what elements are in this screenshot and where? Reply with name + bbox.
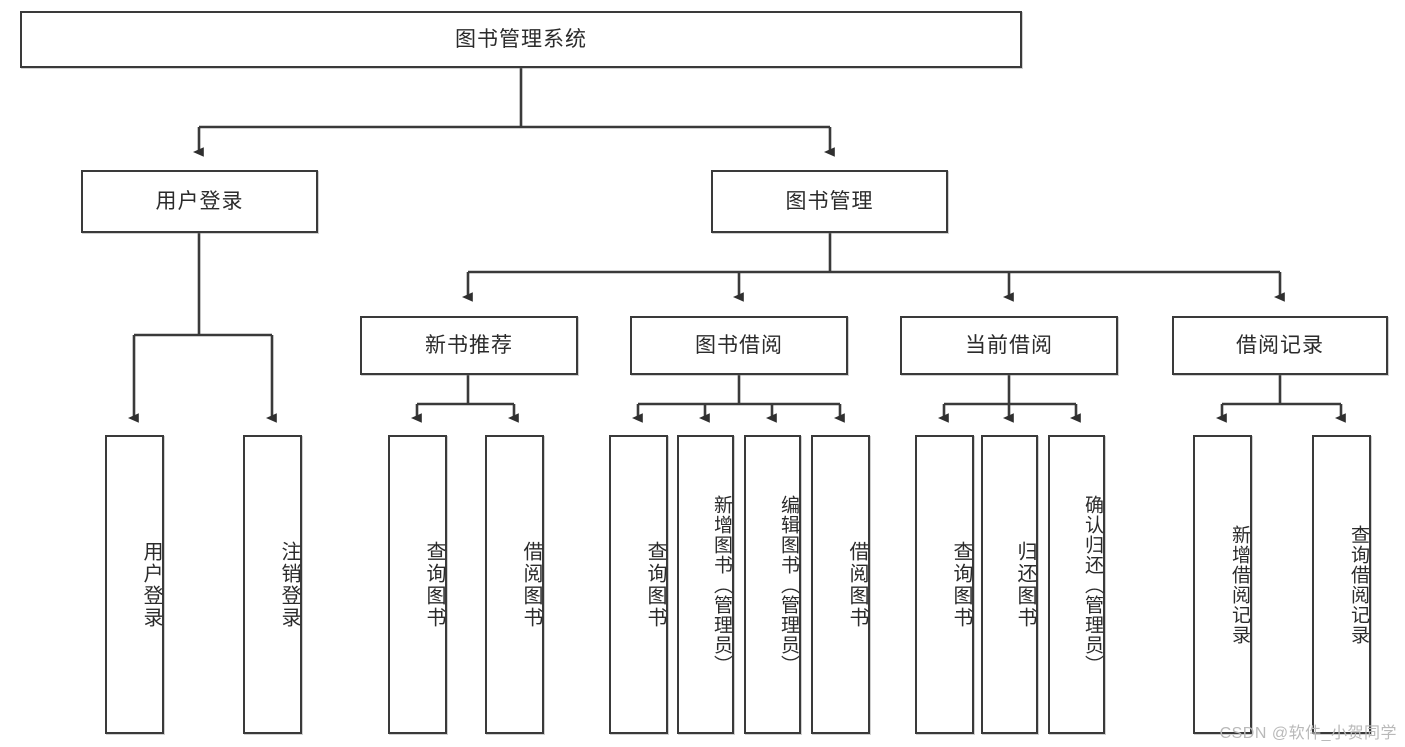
node-new-book-recommend-label: 新书推荐: [425, 333, 513, 357]
leaf-book-borrow-borrow[interactable]: 借阅图书: [811, 435, 870, 734]
leaf-borrow-record-add[interactable]: 新增借阅记录: [1193, 435, 1252, 734]
node-book-borrow-label: 图书借阅: [695, 333, 783, 357]
leaf-user-login-login-label: 用户登录: [140, 540, 162, 629]
leaf-borrow-record-query-label: 查询借阅记录: [1348, 524, 1369, 645]
node-root-system-label: 图书管理系统: [455, 27, 587, 51]
node-user-login[interactable]: 用户登录: [81, 170, 318, 233]
leaf-book-borrow-add[interactable]: 新增图书（管理员）: [677, 435, 734, 734]
csdn-watermark: CSDN @软件_小贺同学: [1219, 725, 1397, 742]
leaf-current-borrow-confirm-return-label: 确认归还（管理员）: [1082, 494, 1103, 675]
node-book-management-label: 图书管理: [785, 189, 874, 213]
node-user-login-label: 用户登录: [155, 189, 244, 213]
node-borrow-record-label: 借阅记录: [1236, 333, 1324, 357]
node-new-book-recommend[interactable]: 新书推荐: [360, 316, 578, 375]
leaf-new-book-borrow-label: 借阅图书: [520, 540, 542, 629]
leaf-book-borrow-edit-label: 编辑图书（管理员）: [778, 494, 799, 675]
node-book-borrow[interactable]: 图书借阅: [630, 316, 848, 375]
node-borrow-record[interactable]: 借阅记录: [1172, 316, 1388, 375]
leaf-user-login-login[interactable]: 用户登录: [105, 435, 164, 734]
leaf-user-login-logout[interactable]: 注销登录: [243, 435, 302, 734]
leaf-book-borrow-add-label: 新增图书（管理员）: [711, 494, 732, 675]
leaf-new-book-borrow[interactable]: 借阅图书: [485, 435, 544, 734]
leaf-new-book-query[interactable]: 查询图书: [388, 435, 447, 734]
node-book-management[interactable]: 图书管理: [711, 170, 948, 233]
leaf-current-borrow-query[interactable]: 查询图书: [915, 435, 974, 734]
leaf-current-borrow-confirm-return[interactable]: 确认归还（管理员）: [1048, 435, 1105, 734]
leaf-book-borrow-borrow-label: 借阅图书: [846, 540, 868, 629]
leaf-current-borrow-return-label: 归还图书: [1014, 540, 1036, 629]
leaf-book-borrow-query-label: 查询图书: [644, 540, 666, 629]
leaf-book-borrow-query[interactable]: 查询图书: [609, 435, 668, 734]
leaf-new-book-query-label: 查询图书: [423, 540, 445, 629]
leaf-book-borrow-edit[interactable]: 编辑图书（管理员）: [744, 435, 801, 734]
leaf-current-borrow-return[interactable]: 归还图书: [981, 435, 1038, 734]
node-root-system[interactable]: 图书管理系统: [20, 11, 1022, 68]
leaf-current-borrow-query-label: 查询图书: [950, 540, 972, 629]
leaf-borrow-record-add-label: 新增借阅记录: [1229, 524, 1250, 645]
leaf-borrow-record-query[interactable]: 查询借阅记录: [1312, 435, 1371, 734]
node-current-borrow-label: 当前借阅: [965, 333, 1053, 357]
node-current-borrow[interactable]: 当前借阅: [900, 316, 1118, 375]
leaf-user-login-logout-label: 注销登录: [278, 540, 300, 629]
